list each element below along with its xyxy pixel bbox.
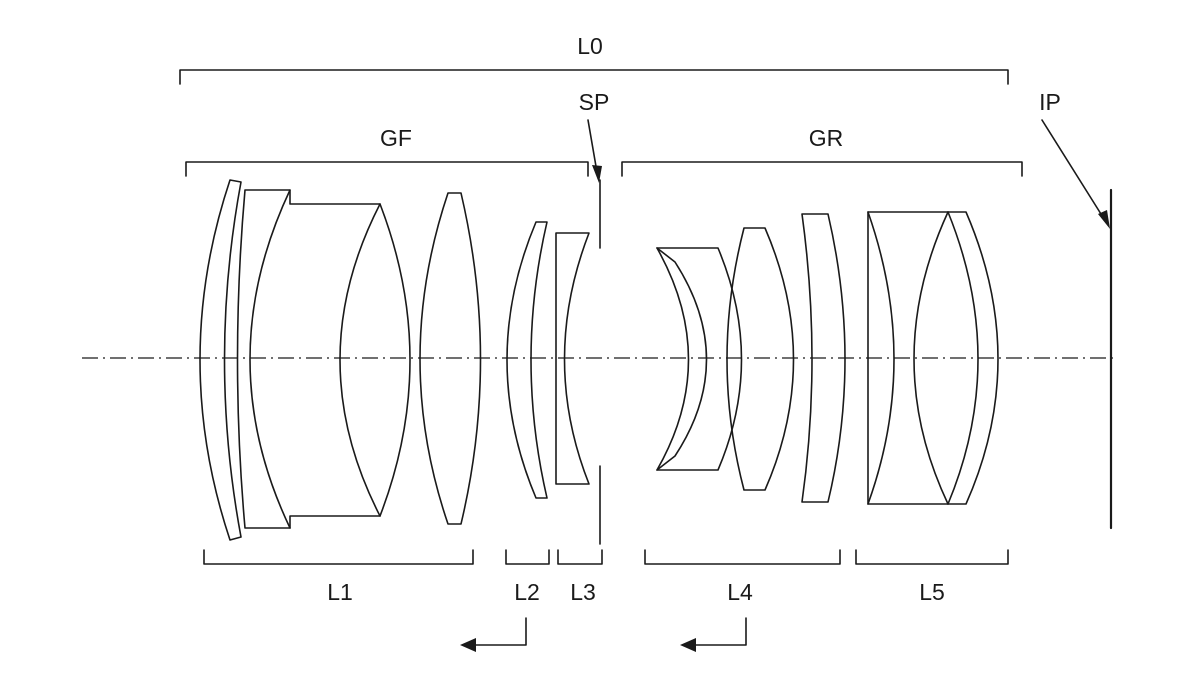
lens-element-3 [289,189,381,529]
lens-element-l5-surface-2 [913,211,949,505]
lens-group-l4 [656,213,846,503]
lens-element-l5-surface-3 [947,211,979,505]
lens-element-l3 [555,232,590,485]
label-ip: IP [1039,89,1061,115]
label-gr: GR [809,125,844,151]
lens-element-l5-outline [867,211,999,505]
bracket-l4 [644,549,841,565]
label-l3: L3 [570,579,596,605]
label-gf: GF [380,125,412,151]
bracket-l0 [179,69,1009,85]
lens-group-l1 [199,179,482,541]
bracket-gf [185,161,589,177]
lens-element-l4a-inner [656,247,708,471]
ip-arrowhead [1098,210,1110,229]
label-l5: L5 [919,579,945,605]
move-arrowhead-l2 [460,638,476,652]
move-arrow-l2 [469,617,527,646]
bracket-l3 [557,549,603,565]
lens-element-l4b [726,227,795,491]
bracket-l2 [505,549,550,565]
bracket-l5 [855,549,1009,565]
lens-group-l5 [867,211,999,505]
label-l1: L1 [327,579,353,605]
lens-element-5 [419,192,482,525]
lens-element-1 [199,179,242,541]
label-l2: L2 [514,579,540,605]
sp-arrowhead [592,165,602,183]
label-sp: SP [579,89,610,115]
move-arrow-l4 [689,617,747,646]
ip-leader [1041,119,1107,223]
lens-element-l2 [506,221,548,499]
lens-element-l4c [801,213,846,503]
lens-element-l5-surface-1 [867,211,895,505]
lens-element-l4a [656,247,743,471]
label-l0: L0 [577,33,603,59]
bracket-gr [621,161,1023,177]
lens-element-4-rear [379,203,411,517]
bracket-l1 [203,549,474,565]
move-arrowhead-l4 [680,638,696,652]
lens-element-2 [236,189,291,529]
label-l4: L4 [727,579,753,605]
